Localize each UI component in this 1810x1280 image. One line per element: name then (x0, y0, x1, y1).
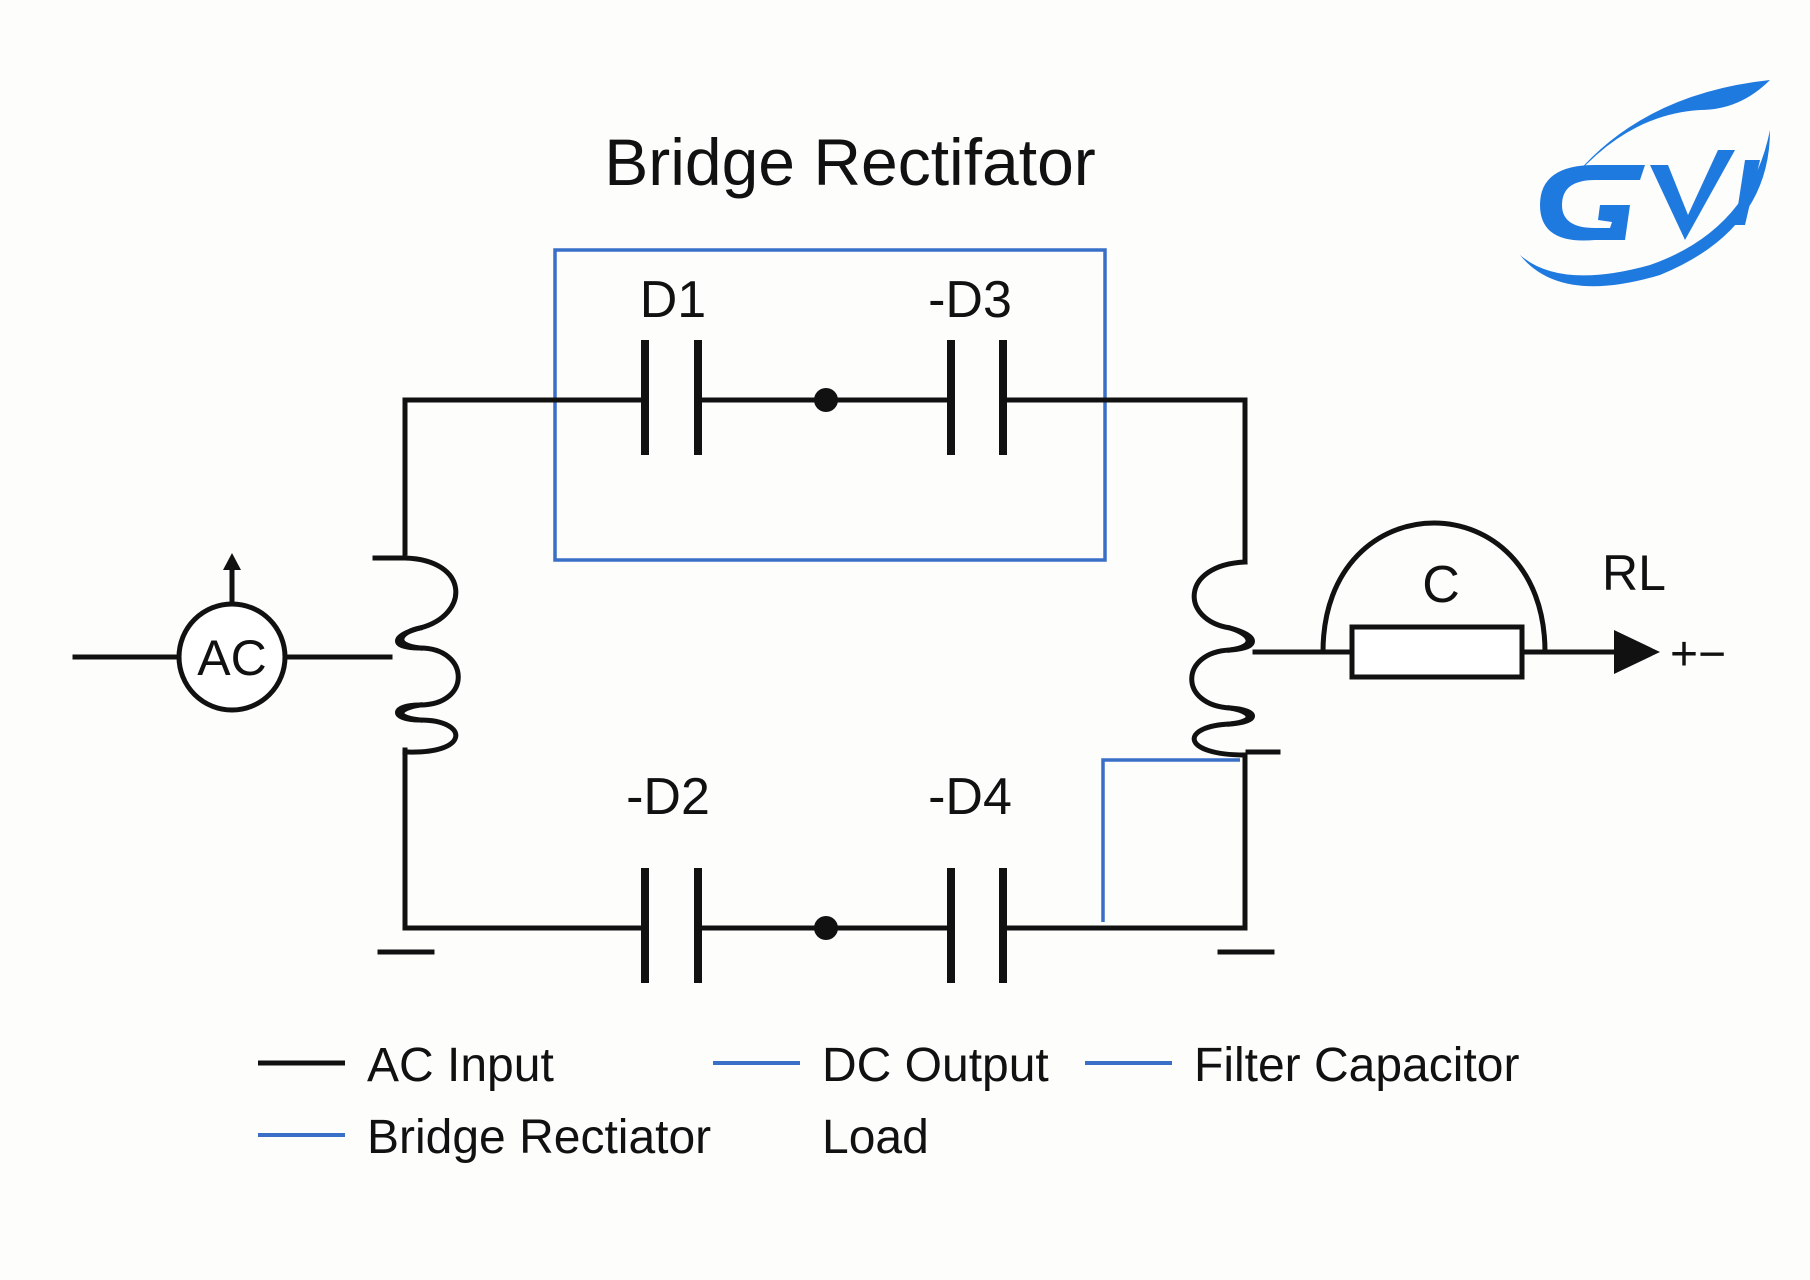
output-arrow-icon (1614, 630, 1660, 674)
diagram-title: Bridge Rectifator (604, 125, 1096, 199)
bottom-left-wire (402, 747, 646, 931)
top-left-wire (402, 397, 646, 556)
capacitor-label: C (1422, 556, 1460, 614)
legend-label: AC Input (367, 1039, 554, 1092)
diode-d3-label: -D3 (928, 271, 1012, 329)
diode-d3 (947, 340, 1007, 455)
legend-label: Bridge Rectiator (367, 1111, 711, 1164)
diode-d1 (641, 340, 702, 455)
legend-item-dc-output: DC Output (713, 1039, 1049, 1092)
diode-d2-label: -D2 (626, 768, 710, 826)
legend-label: DC Output (822, 1039, 1049, 1092)
diode-d2 (641, 868, 702, 983)
top-right-wire (1002, 397, 1248, 565)
diode-d1-label: D1 (640, 271, 706, 329)
left-coil (372, 555, 461, 755)
legend-item-bridge-rectifier: Bridge Rectiator (258, 1111, 711, 1164)
legend: AC Input DC Output Filter Capacitor Brid… (258, 1039, 1519, 1164)
legend-label: Filter Capacitor (1194, 1039, 1519, 1092)
diode-d4 (947, 868, 1007, 983)
ac-source-arrow-icon (223, 553, 241, 570)
diode-d4-label: -D4 (928, 768, 1012, 826)
load-label: RL (1602, 545, 1666, 601)
bottom-right-wire (1002, 752, 1248, 931)
legend-item-filter-capacitor: Filter Capacitor (1085, 1039, 1519, 1092)
legend-label: Load (822, 1111, 929, 1164)
legend-item-load: Load (822, 1111, 929, 1164)
load-resistor (1349, 624, 1525, 680)
filter-capacitor-dome (1320, 520, 1548, 655)
right-coil (1189, 559, 1255, 758)
company-logo (1520, 80, 1770, 287)
legend-item-ac-input: AC Input (258, 1039, 554, 1092)
ac-source-label: AC (197, 630, 266, 686)
dc-output-bracket (1101, 758, 1240, 922)
bridge-rectifier-outline (553, 248, 1107, 562)
bottom-junction-node (814, 916, 838, 940)
top-junction-node (814, 388, 838, 412)
output-polarity: +− (1670, 628, 1726, 681)
